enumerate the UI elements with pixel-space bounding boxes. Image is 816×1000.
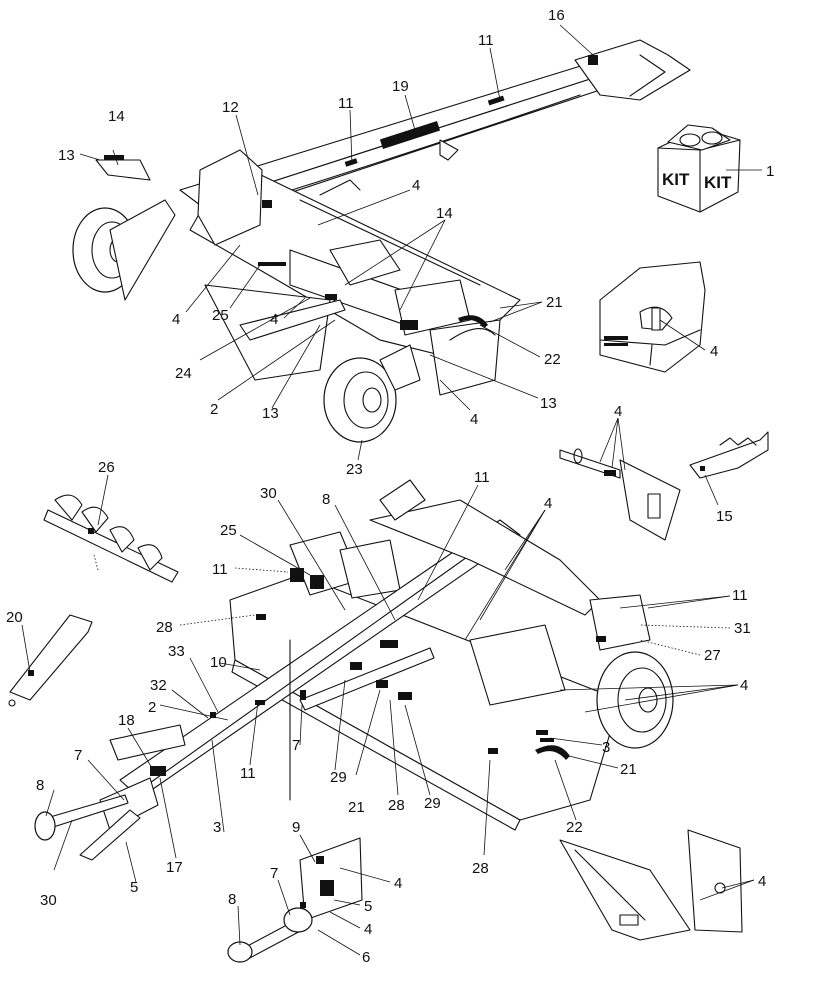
blade-assembly (43, 494, 179, 583)
kit-label-right: KIT (704, 173, 732, 192)
callout-30-a: 30 (260, 485, 277, 502)
callout-7-a: 7 (74, 747, 82, 764)
callout-16: 16 (548, 7, 565, 24)
callout-13-c: 13 (540, 395, 557, 412)
callout-1: 1 (766, 163, 774, 180)
callout-15: 15 (716, 508, 733, 525)
callout-14-a: 14 (108, 108, 125, 125)
callout-22-a: 22 (544, 351, 561, 368)
callout-31: 31 (734, 620, 751, 637)
callout-17: 17 (166, 859, 183, 876)
callout-6: 6 (362, 949, 370, 966)
callout-21-b: 21 (620, 761, 637, 778)
callout-13-a: 13 (58, 147, 75, 164)
callout-21-a: 21 (546, 294, 563, 311)
callout-5-b: 5 (364, 898, 372, 915)
callout-30-b: 30 (40, 892, 57, 909)
gearbox-shield (599, 261, 706, 373)
callout-25-b: 25 (220, 522, 237, 539)
callout-28-c: 28 (472, 860, 489, 877)
callout-32: 32 (150, 677, 167, 694)
callout-28-b: 28 (388, 797, 405, 814)
callout-8-b: 8 (36, 777, 44, 794)
callout-4-k: 4 (758, 873, 766, 890)
bottom-mower-assembly (34, 479, 674, 861)
leader-lines (21, 24, 762, 956)
callout-28-a: 28 (156, 619, 173, 636)
callout-10: 10 (210, 654, 227, 671)
kit-box: KIT KIT (657, 124, 741, 213)
callout-4-c: 4 (270, 311, 278, 328)
callout-11-b: 11 (338, 95, 354, 112)
callout-3-a: 3 (213, 819, 221, 836)
callout-labels: 1 14 13 12 16 11 11 19 4 14 4 25 4 24 2 … (6, 7, 774, 966)
callout-11-f: 11 (732, 587, 748, 604)
callout-9: 9 (292, 819, 300, 836)
callout-4-d: 4 (470, 411, 478, 428)
callout-24: 24 (175, 365, 192, 382)
callout-11-d: 11 (212, 561, 228, 578)
callout-20: 20 (6, 609, 23, 626)
side-shields (559, 829, 743, 941)
callout-7-b: 7 (292, 737, 300, 754)
callout-11-e: 11 (240, 765, 256, 782)
callout-8-a: 8 (322, 491, 330, 508)
link-arm (8, 614, 93, 707)
callout-4-e: 4 (710, 343, 718, 360)
callout-33: 33 (168, 643, 185, 660)
callout-29-b: 29 (424, 795, 441, 812)
callout-11-c: 11 (474, 469, 490, 486)
callout-11-a: 11 (478, 32, 494, 49)
kit-label-left: KIT (662, 170, 690, 189)
callout-2-a: 2 (210, 401, 218, 418)
callout-19: 19 (392, 78, 409, 95)
callout-7-c: 7 (270, 865, 278, 882)
callout-4-b: 4 (172, 311, 180, 328)
callout-3-b: 3 (602, 739, 610, 756)
callout-13-b: 13 (262, 405, 279, 422)
shaft-shield-detail (559, 448, 681, 541)
callout-21-c: 21 (348, 799, 365, 816)
callout-22-b: 22 (566, 819, 583, 836)
top-mower-assembly (72, 39, 691, 443)
callout-25-a: 25 (212, 307, 229, 324)
callout-12: 12 (222, 99, 239, 116)
callout-18: 18 (118, 712, 135, 729)
callout-23: 23 (346, 461, 363, 478)
callout-4-g: 4 (544, 495, 552, 512)
callout-4-a: 4 (412, 177, 420, 194)
pto-assembly (227, 837, 363, 963)
callout-5-a: 5 (130, 879, 138, 896)
callout-26: 26 (98, 459, 115, 476)
callout-29-a: 29 (330, 769, 347, 786)
callout-4-i: 4 (394, 875, 402, 892)
bracket-part (689, 431, 769, 479)
callout-4-f: 4 (614, 403, 622, 420)
callout-14-b: 14 (436, 205, 453, 222)
callout-2-b: 2 (148, 699, 156, 716)
callout-27: 27 (704, 647, 721, 664)
callout-4-h: 4 (740, 677, 748, 694)
callout-8-c: 8 (228, 891, 236, 908)
callout-4-j: 4 (364, 921, 372, 938)
